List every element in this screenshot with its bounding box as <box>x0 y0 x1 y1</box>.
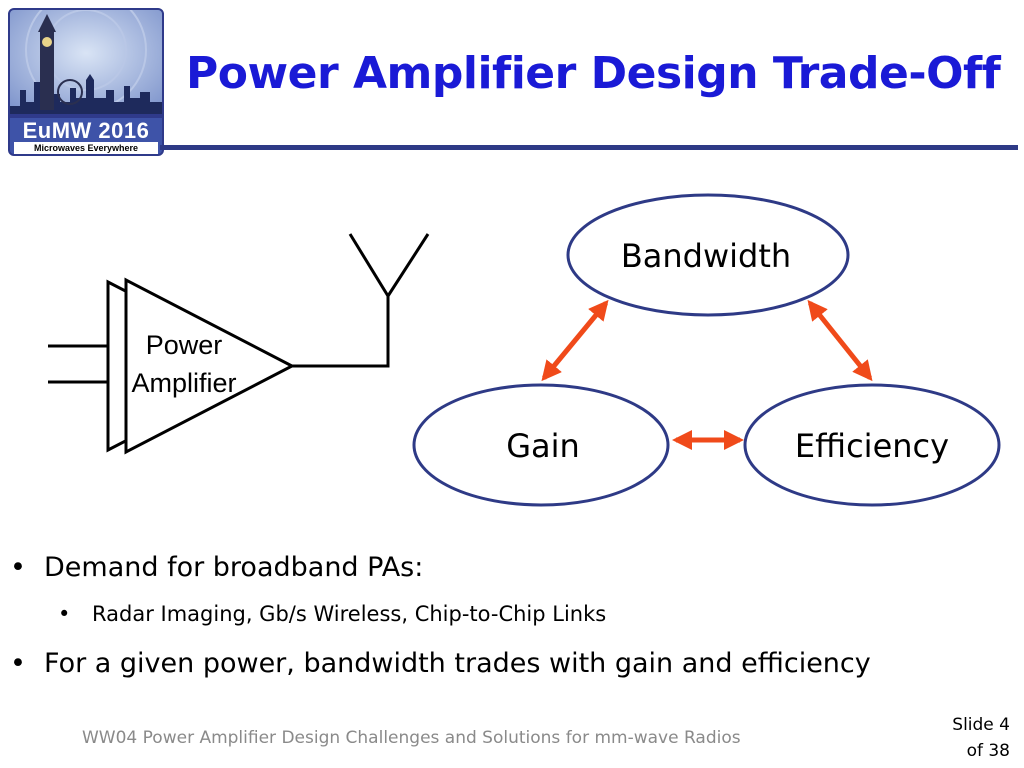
arrow-bandwidth-efficiency <box>807 299 873 382</box>
bullet-subitem-1: • Radar Imaging, Gb/s Wireless, Chip-to-C… <box>58 602 606 626</box>
sub-bullet-glyph: • <box>58 602 71 626</box>
slide-number: Slide 4 of 38 <box>952 712 1010 764</box>
arrow-bandwidth-gain <box>541 299 609 382</box>
slide-number-line1: Slide 4 <box>952 715 1010 735</box>
bullet-subitem-1-text: Radar Imaging, Gb/s Wireless, Chip-to-Ch… <box>92 602 607 626</box>
bullet-item-2: • For a given power, bandwidth trades wit… <box>10 648 871 679</box>
slide-title: Power Amplifier Design Trade-Off <box>186 48 1001 99</box>
bullet-item-1: • Demand for broadband PAs: <box>10 552 423 583</box>
bandwidth-ellipse <box>566 193 850 317</box>
logo-title: EuMW 2016 <box>22 118 150 143</box>
footer-text: WW04 Power Amplifier Design Challenges a… <box>82 728 741 748</box>
output-line <box>292 296 390 368</box>
antenna-icon <box>348 233 430 297</box>
node-efficiency-label: Efficiency <box>795 427 949 465</box>
gain-ellipse <box>412 383 670 507</box>
slide-number-line2: of 38 <box>966 741 1010 761</box>
bullet-glyph: • <box>10 648 26 679</box>
title-divider <box>160 145 1018 150</box>
bullet-item-1-text: Demand for broadband PAs: <box>44 552 424 583</box>
london-skyline-icon <box>10 10 162 118</box>
efficiency-ellipse <box>743 383 1001 507</box>
amplifier-triangle-icon <box>124 277 296 455</box>
tradeoff-diagram: Power Amplifier Bandwidth Gain Efficienc… <box>48 193 1001 507</box>
bullet-glyph: • <box>10 552 26 583</box>
amplifier-label-power: Power <box>146 330 223 360</box>
amplifier-label-amplifier: Amplifier <box>131 368 236 398</box>
bullet-item-2-text: For a given power, bandwidth trades with… <box>44 648 871 679</box>
logo-subtitle: Microwaves Everywhere <box>14 142 158 154</box>
conference-logo: EuMW 2016 Microwaves Everywhere <box>8 8 164 156</box>
node-gain-label: Gain <box>506 427 580 465</box>
node-bandwidth-label: Bandwidth <box>621 237 791 275</box>
